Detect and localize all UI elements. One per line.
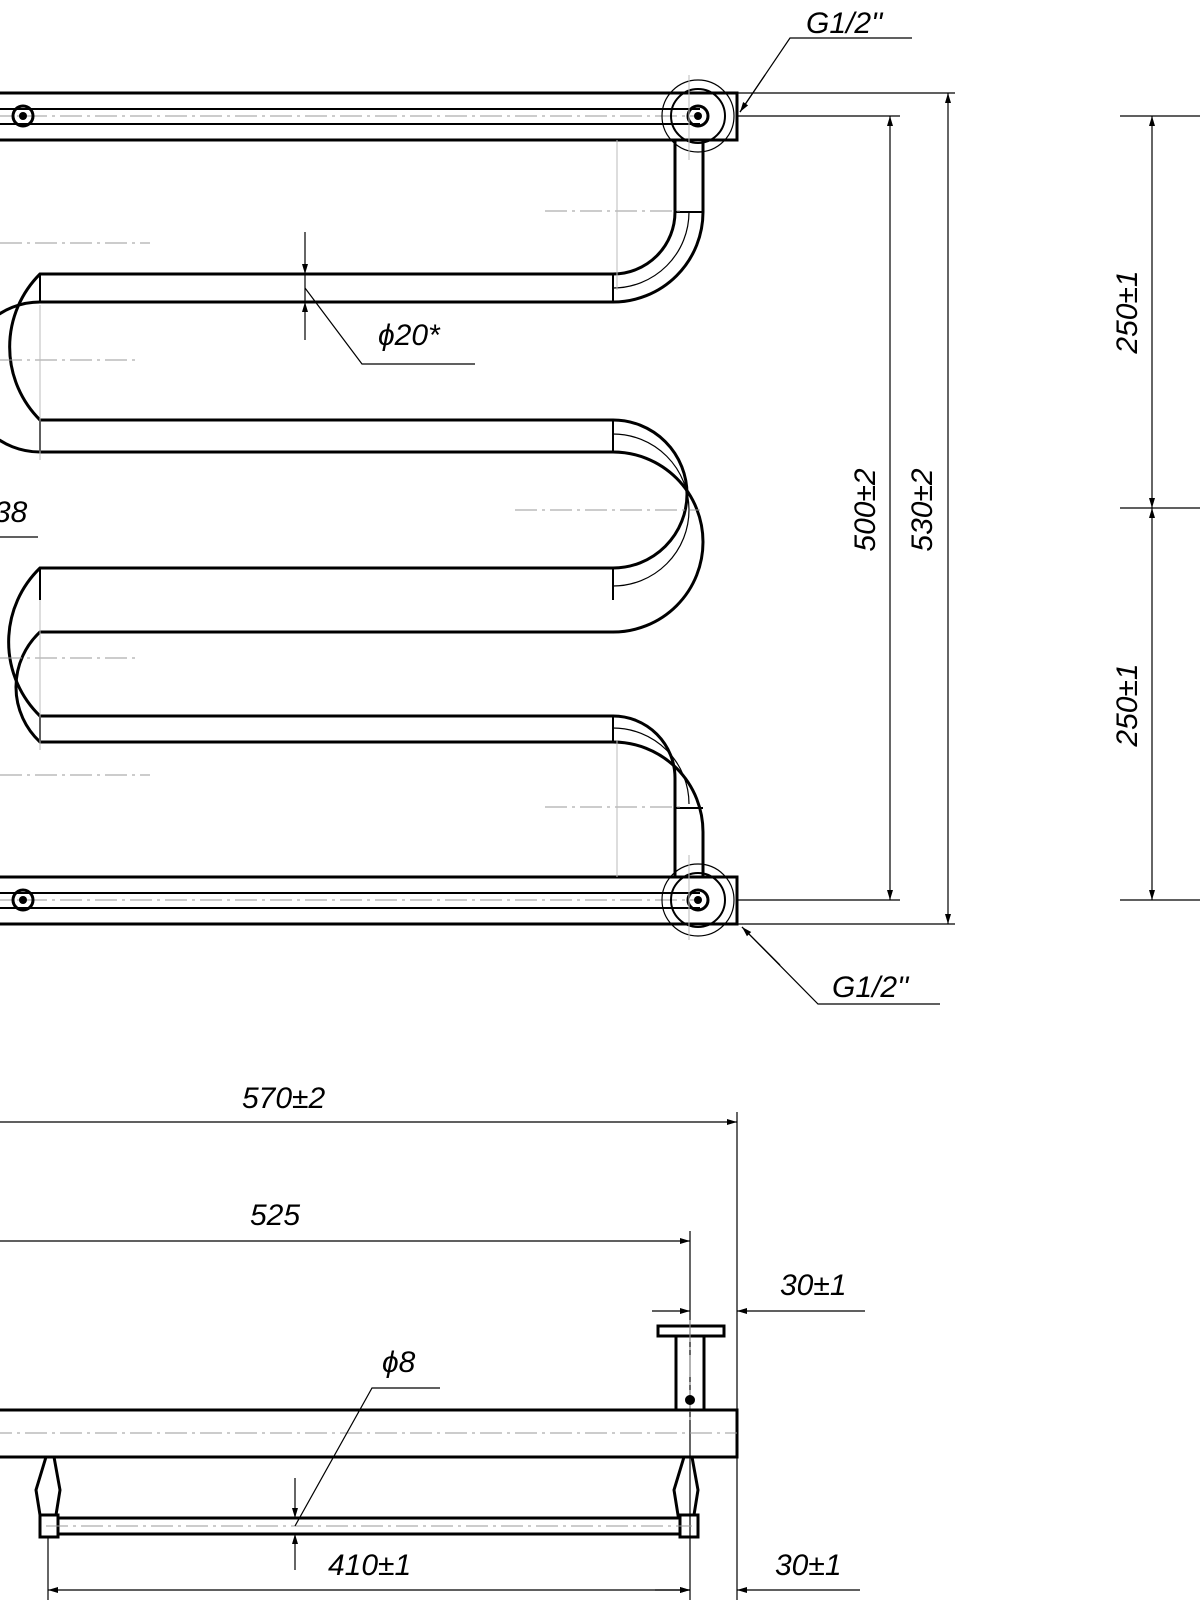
wall-offset-bottom-dimension: 30±1 (655, 1549, 860, 1593)
wall-offset-bottom-label: 30±1 (775, 1549, 842, 1582)
thread-top-label: G1/2'' (806, 7, 884, 40)
shelf-length-dimension: 410±1 (47, 1537, 690, 1600)
top-collector-bar (0, 79, 739, 153)
wall-offset-top-label: 30±1 (780, 1269, 847, 1302)
rod-diameter-label: ϕ8 (382, 1346, 416, 1379)
height-dimensions: 500±2 530±2 (737, 92, 955, 925)
serpentine-tube (0, 75, 705, 940)
rod-diameter-dimension: ϕ8 (292, 1346, 440, 1570)
tube-diameter-dimension: ϕ20* (302, 232, 475, 365)
center-distance-label: 525 (250, 1199, 300, 1232)
bend-dimension: 38 (0, 496, 38, 538)
height-outer-label: 530±2 (906, 468, 939, 552)
height-inner-label: 500±2 (849, 468, 882, 552)
front-view: ϕ20* 38 G1/2'' G1/2'' 500±2 (0, 7, 1200, 1005)
wall-offset-top-dimension: 30±1 (652, 1269, 865, 1314)
tube-diameter-label: ϕ20* (378, 319, 441, 352)
center-distance-dimension: 525 (0, 1199, 691, 1600)
half-height-bottom-label: 250±1 (1111, 663, 1144, 747)
wall-mount-bracket (656, 1320, 726, 1420)
top-view: 570±2 525 30±1 (0, 1082, 865, 1600)
half-height-top-label: 250±1 (1111, 270, 1144, 354)
bottom-collector-bar (0, 863, 739, 937)
thread-bottom-callout: G1/2'' (741, 926, 940, 1005)
shelf-length-label: 410±1 (328, 1549, 411, 1582)
thread-bottom-label: G1/2'' (832, 971, 910, 1004)
overall-width-dimension: 570±2 (0, 1082, 738, 1600)
half-height-dimensions: 250±1 250±1 (1111, 115, 1200, 901)
overall-width-label: 570±2 (242, 1082, 326, 1115)
collector-top-view (0, 1408, 739, 1459)
thread-top-callout: G1/2'' (739, 7, 912, 113)
shelf-assembly (34, 1455, 700, 1539)
bend-label: 38 (0, 496, 28, 529)
